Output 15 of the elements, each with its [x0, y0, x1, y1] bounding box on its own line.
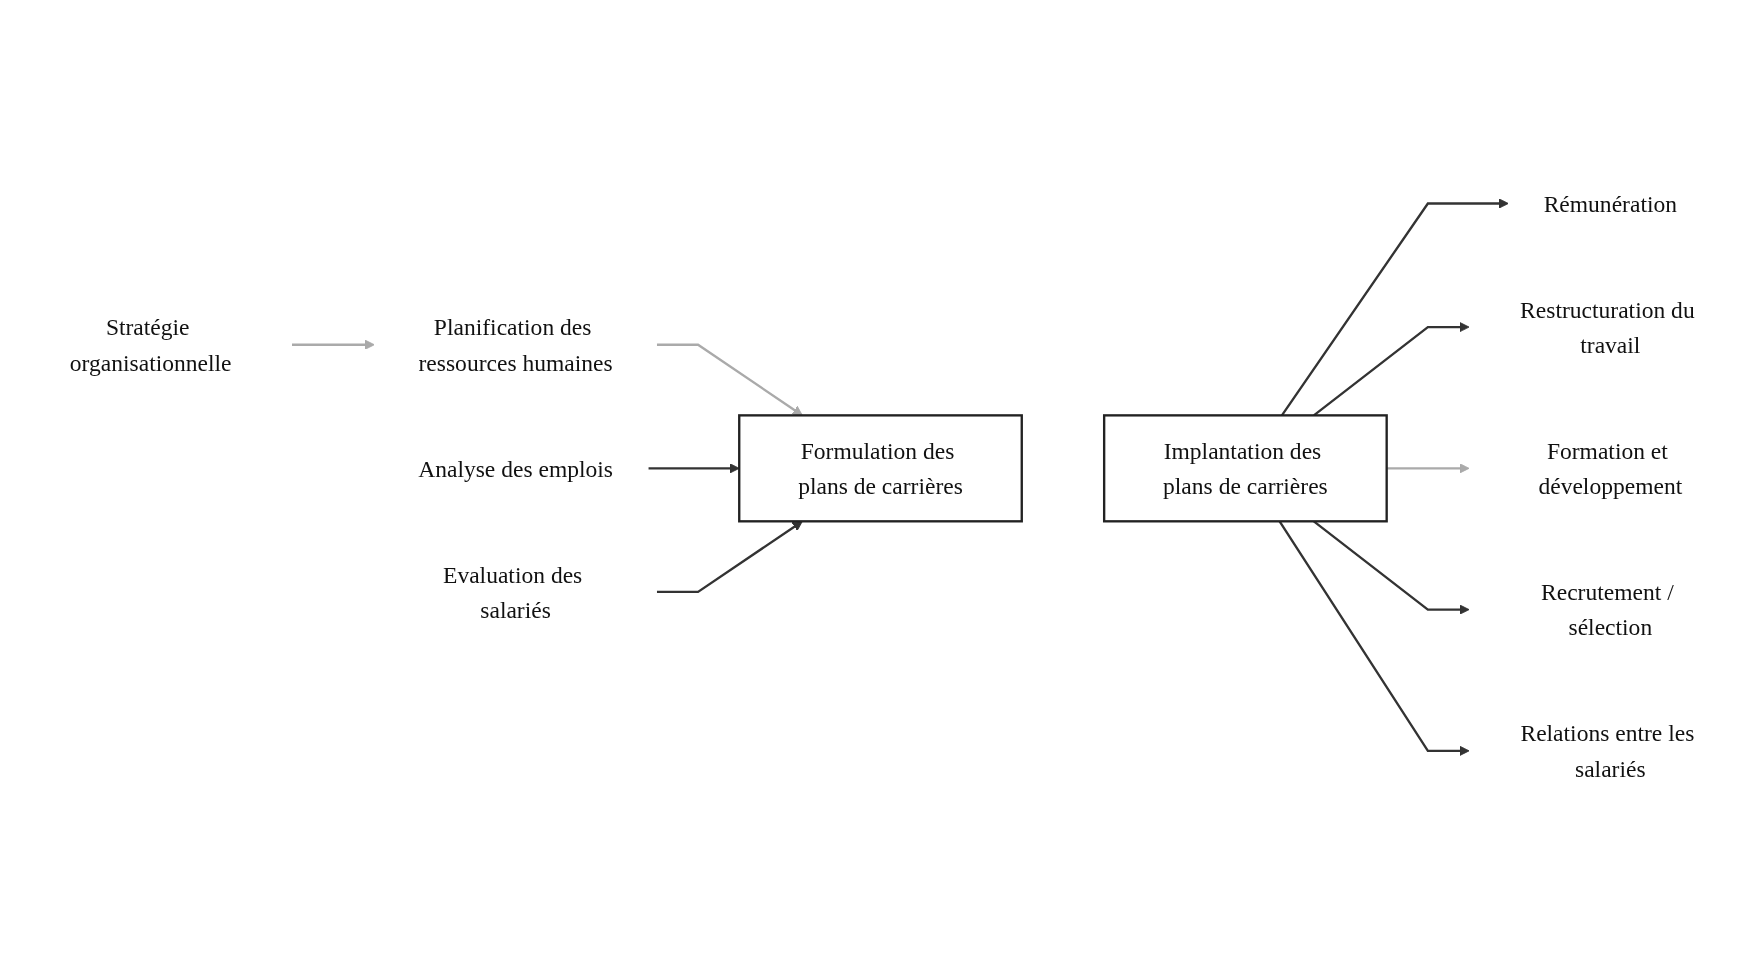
arrow — [1386, 463, 1470, 474]
node-text: Stratégie organisationnelle — [69, 314, 232, 376]
node-box: Formulation des plans de carrières — [738, 414, 1023, 523]
node-text: Relations entre les salariés — [1520, 720, 1695, 782]
arrow — [656, 343, 803, 416]
node-box: Implantation des plans de carrières — [1103, 414, 1388, 523]
node-text: Formation et développement — [1538, 437, 1683, 499]
arrow — [648, 463, 740, 474]
node-text: Recrutement / sélection — [1541, 578, 1674, 641]
arrow — [291, 339, 375, 350]
node-text: Planification des ressources humaines — [418, 314, 613, 376]
node-text: Rémunération — [1543, 190, 1678, 217]
node-text: Evaluation des salariés — [443, 561, 583, 623]
node-text: Analyse des emplois — [418, 455, 614, 482]
node-text: Restructuration du travail — [1520, 296, 1695, 358]
